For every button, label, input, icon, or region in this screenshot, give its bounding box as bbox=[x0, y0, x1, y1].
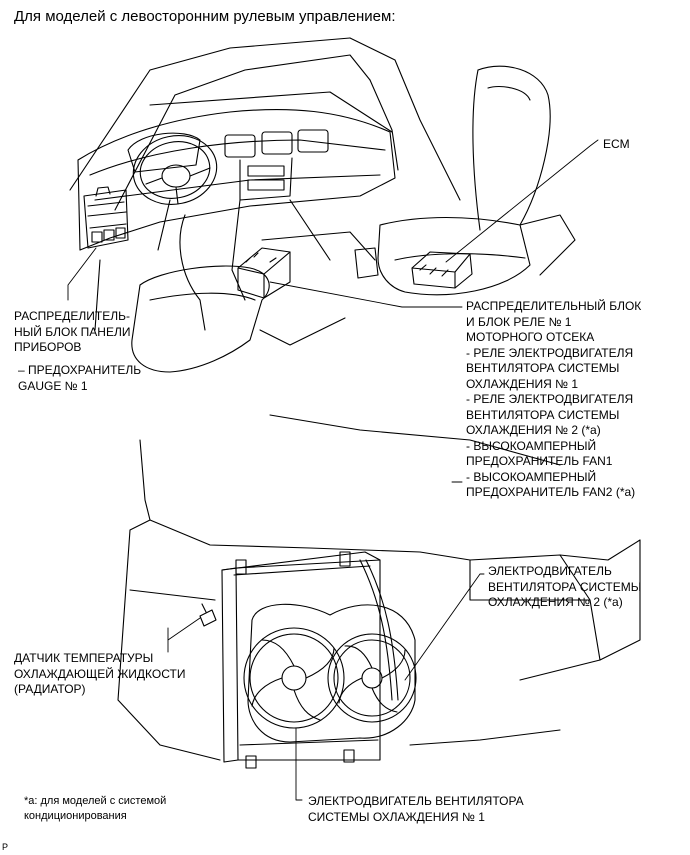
ecm-unit bbox=[411, 251, 473, 289]
footnote-line: кондиционирования bbox=[24, 810, 127, 822]
instrument-panel-junction-block-label: РАСПРЕДЕЛИТЕЛЬ- НЫЙ БЛОК ПАНЕЛИ ПРИБОРОВ bbox=[14, 309, 130, 356]
label-line: ЭЛЕКТРОДВИГАТЕЛЬ ВЕНТИЛЯТОРА bbox=[308, 794, 524, 808]
label-line: ПРЕДОХРАНИТЕЛЬ FAN1 bbox=[466, 454, 613, 468]
label-line: НЫЙ БЛОК ПАНЕЛИ bbox=[14, 324, 131, 339]
label-line: GAUGE № 1 bbox=[18, 378, 88, 393]
label-line: - РЕЛЕ ЭЛЕКТРОДВИГАТЕЛЯ bbox=[466, 345, 634, 360]
label-line: ОХЛАЖДАЮЩЕЙ ЖИДКОСТИ bbox=[14, 666, 186, 681]
vehicle-front-illustration bbox=[117, 414, 641, 769]
label-line: ОХЛАЖДЕНИЯ № 2 (*a) bbox=[466, 423, 601, 437]
label-line: ДАТЧИК ТЕМПЕРАТУРЫ bbox=[14, 651, 154, 665]
leader-lines bbox=[67, 139, 599, 801]
label-line: (РАДИАТОР) bbox=[14, 682, 86, 696]
label-line: ЭЛЕКТРОДВИГАТЕЛЬ bbox=[488, 564, 612, 578]
instrument-panel-junction-block bbox=[83, 186, 129, 249]
footnote-line: *a: для моделей с системой bbox=[24, 795, 167, 807]
cooling-fan-motor-2-label: ЭЛЕКТРОДВИГАТЕЛЬ ВЕНТИЛЯТОРА СИСТЕМЫ ОХЛ… bbox=[488, 564, 641, 611]
label-line: ПРЕДОХРАНИТЕЛЬ FAN2 (*a) bbox=[466, 485, 636, 499]
label-line: РАСПРЕДЕЛИТЕЛЬ- bbox=[14, 309, 130, 323]
label-line: СИСТЕМЫ ОХЛАЖДЕНИЯ № 1 bbox=[308, 809, 485, 824]
label-line: РАСПРЕДЕЛИТЕЛЬНЫЙ БЛОК bbox=[466, 299, 642, 313]
label-line: ПРИБОРОВ bbox=[14, 340, 82, 354]
ecm-label: ECM bbox=[603, 137, 630, 151]
engine-room-junction-block bbox=[237, 247, 291, 299]
coolant-temperature-sensor-label: ДАТЧИК ТЕМПЕРАТУРЫ ОХЛАЖДАЮЩЕЙ ЖИДКОСТИ … bbox=[14, 651, 185, 698]
label-line: И БЛОК РЕЛЕ № 1 bbox=[466, 314, 572, 329]
gauge-fuse-label: – ПРЕДОХРАНИТЕЛЬ GAUGE № 1 bbox=[18, 363, 141, 394]
label-line: МОТОРНОГО ОТСЕКА bbox=[466, 330, 595, 344]
cooling-fan-motor-1-label: ЭЛЕКТРОДВИГАТЕЛЬ ВЕНТИЛЯТОРА СИСТЕМЫ ОХЛ… bbox=[308, 794, 524, 825]
vehicle-interior-illustration bbox=[69, 37, 576, 373]
label-line: – ПРЕДОХРАНИТЕЛЬ bbox=[18, 363, 142, 377]
label-line: ВЕНТИЛЯТОРА СИСТЕМЫ bbox=[466, 361, 620, 375]
footnote: *a: для моделей с системой кондициониров… bbox=[24, 794, 166, 824]
label-line: ОХЛАЖДЕНИЯ № 2 (*a) bbox=[488, 595, 623, 609]
engine-room-junction-block-label: РАСПРЕДЕЛИТЕЛЬНЫЙ БЛОК И БЛОК РЕЛЕ № 1 М… bbox=[466, 299, 641, 501]
page-title: Для моделей с левосторонним рулевым упра… bbox=[14, 8, 396, 25]
label-line: ВЕНТИЛЯТОРА СИСТЕМЫ bbox=[466, 407, 620, 422]
label-line: - РЕЛЕ ЭЛЕКТРОДВИГАТЕЛЯ bbox=[466, 392, 634, 406]
corner-mark: P bbox=[2, 842, 9, 852]
label-line: - ВЫСОКОАМПЕРНЫЙ bbox=[466, 469, 597, 484]
label-line: ВЕНТИЛЯТОРА СИСТЕМЫ bbox=[488, 579, 642, 594]
label-line: - ВЫСОКОАМПЕРНЫЙ bbox=[466, 438, 597, 453]
label-line: ОХЛАЖДЕНИЯ № 1 bbox=[466, 376, 579, 391]
